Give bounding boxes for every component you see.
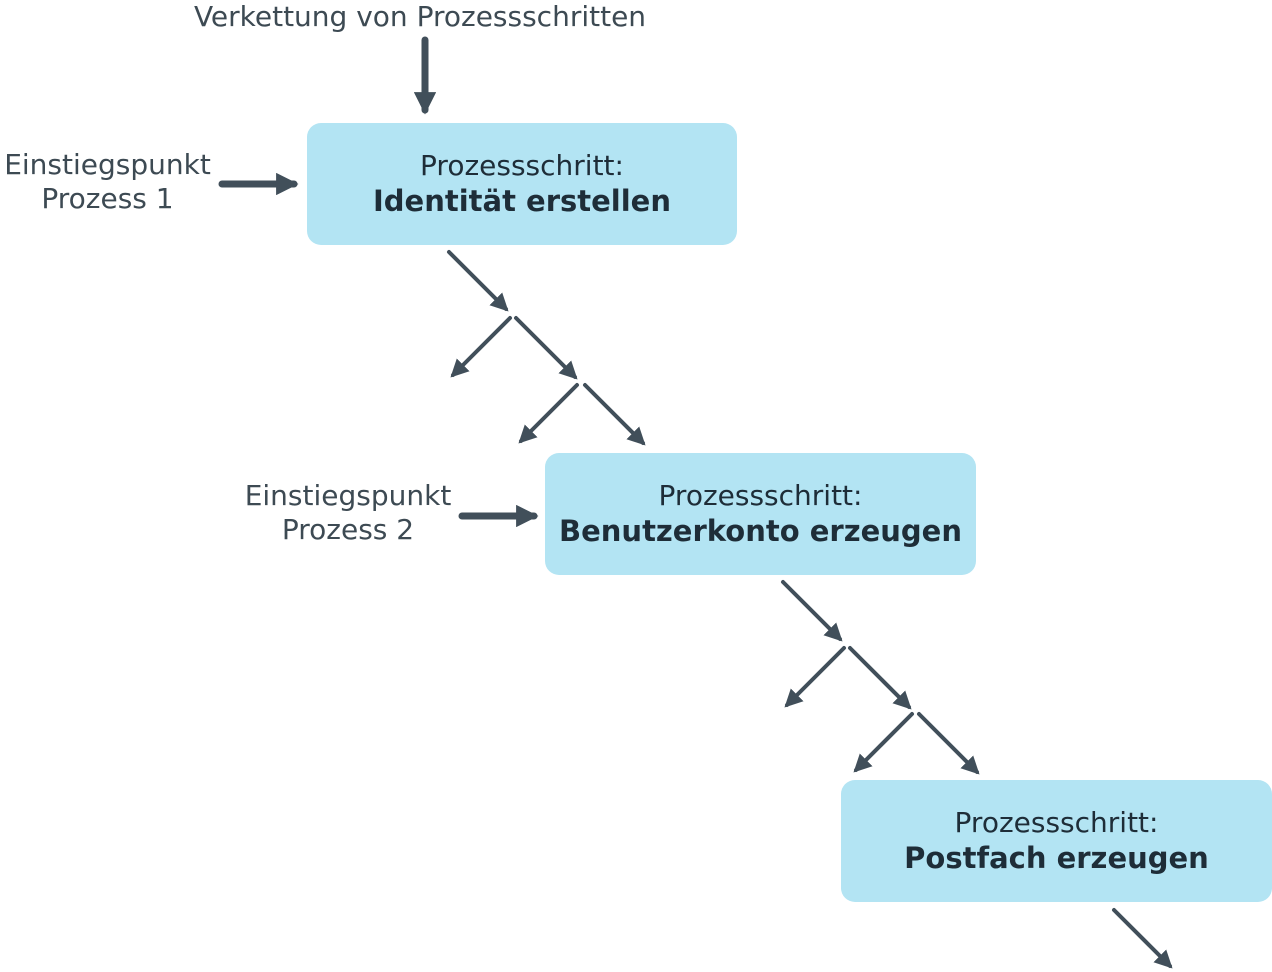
process-step-name: Benutzerkonto erzeugen [559, 514, 962, 548]
process-step-kicker: Prozessschritt: [658, 479, 863, 512]
branch-arrow [917, 712, 980, 775]
branch-arrow [450, 316, 512, 378]
chain-title-label: Verkettung von Prozessschritten [193, 0, 647, 33]
process-step-kicker: Prozessschritt: [420, 149, 624, 182]
process-step-mailbox: Prozessschritt: Postfach erzeugen [841, 780, 1272, 902]
entry-point-label-2: Einstiegspunkt Prozess 2 [238, 479, 458, 547]
process-step-name: Identität erstellen [372, 184, 671, 218]
branch-arrow [518, 383, 579, 444]
process-step-name: Postfach erzeugen [904, 841, 1209, 875]
process-step-kicker: Prozessschritt: [954, 806, 1159, 839]
outgoing-arrow [1112, 908, 1173, 969]
process-step-identity: Prozessschritt: Identität erstellen [307, 123, 737, 245]
entry-point-1-line2: Prozess 1 [41, 182, 174, 215]
branch-arrow [784, 646, 846, 708]
entry-point-label-1: Einstiegspunkt Prozess 1 [0, 148, 215, 216]
entry-point-2-line2: Prozess 2 [281, 513, 415, 546]
entry-point-1-line1: Einstiegspunkt [4, 148, 211, 181]
branch-arrow [781, 580, 843, 642]
process-step-user-account: Prozessschritt: Benutzerkonto erzeugen [545, 453, 976, 575]
branch-arrow [514, 316, 578, 380]
branch-arrow [583, 383, 646, 446]
branch-arrow [848, 646, 912, 710]
branch-arrow [853, 712, 914, 773]
entry-point-2-line1: Einstiegspunkt [244, 479, 452, 512]
branch-arrow [447, 250, 509, 312]
